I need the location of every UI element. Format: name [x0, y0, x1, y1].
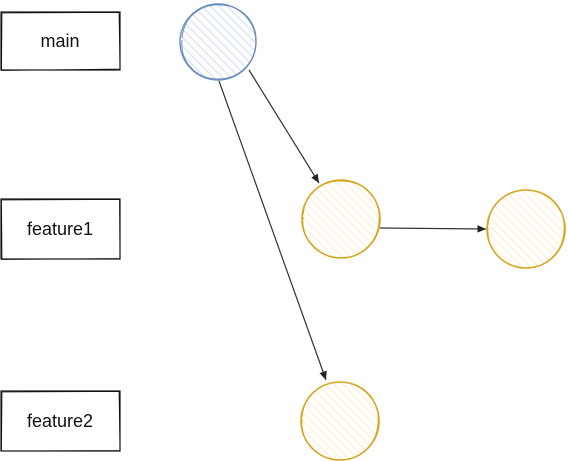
commit-node-feature2-1 — [300, 381, 380, 461]
branch-box-main: main — [0, 11, 121, 71]
edges — [218, 69, 487, 381]
branch-box-feature2: feature2 — [0, 390, 121, 452]
branch-label-feature1: feature1 — [27, 219, 93, 239]
branch-label-feature2: feature2 — [27, 411, 93, 431]
edge-feature1-commit-to-next — [379, 225, 487, 233]
branch-label-main: main — [40, 31, 79, 51]
branch-box-feature1: feature1 — [0, 198, 121, 260]
edge-main-to-feature1-commit — [248, 69, 320, 184]
commit-node-feature1-1 — [301, 179, 381, 259]
commit-node-main — [179, 3, 257, 81]
edge-main-to-feature2-commit — [218, 80, 327, 381]
commit-node-feature1-2 — [486, 189, 566, 269]
